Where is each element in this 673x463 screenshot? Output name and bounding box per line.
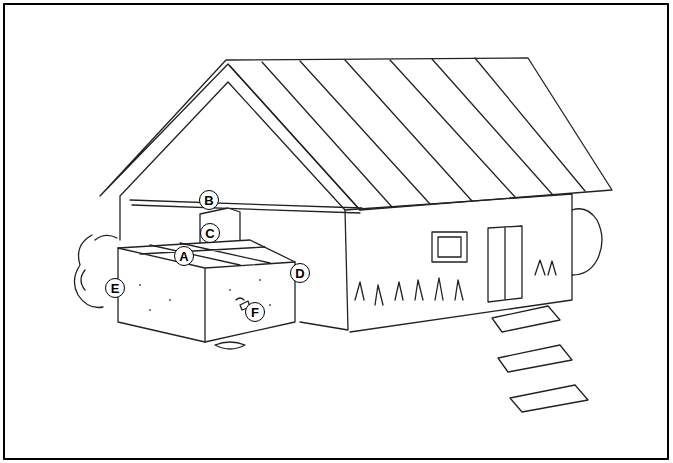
bush [572,209,602,275]
roof-panels [230,58,585,210]
gutter [130,200,362,213]
window [432,232,467,262]
tank [118,240,295,342]
callout-letter: C [205,227,214,240]
tank-lines [118,243,295,342]
callout-letter: B [204,194,213,207]
callout-letter: F [251,306,259,319]
roof [100,58,612,210]
callout-letter: D [295,267,304,280]
callout-circle: D [290,263,310,283]
puddle [215,342,245,349]
callout-circle: A [174,246,194,266]
stepping-stones [492,306,588,412]
callout-circle: B [199,190,219,210]
plants [355,260,556,305]
window [438,237,461,257]
frame [4,4,668,459]
callout-circle: C [200,223,220,243]
callout-circle: F [245,302,265,322]
callout-letter: A [179,250,188,263]
callout-circle: E [105,278,125,298]
door [488,226,522,302]
callout-letter: E [111,282,120,295]
